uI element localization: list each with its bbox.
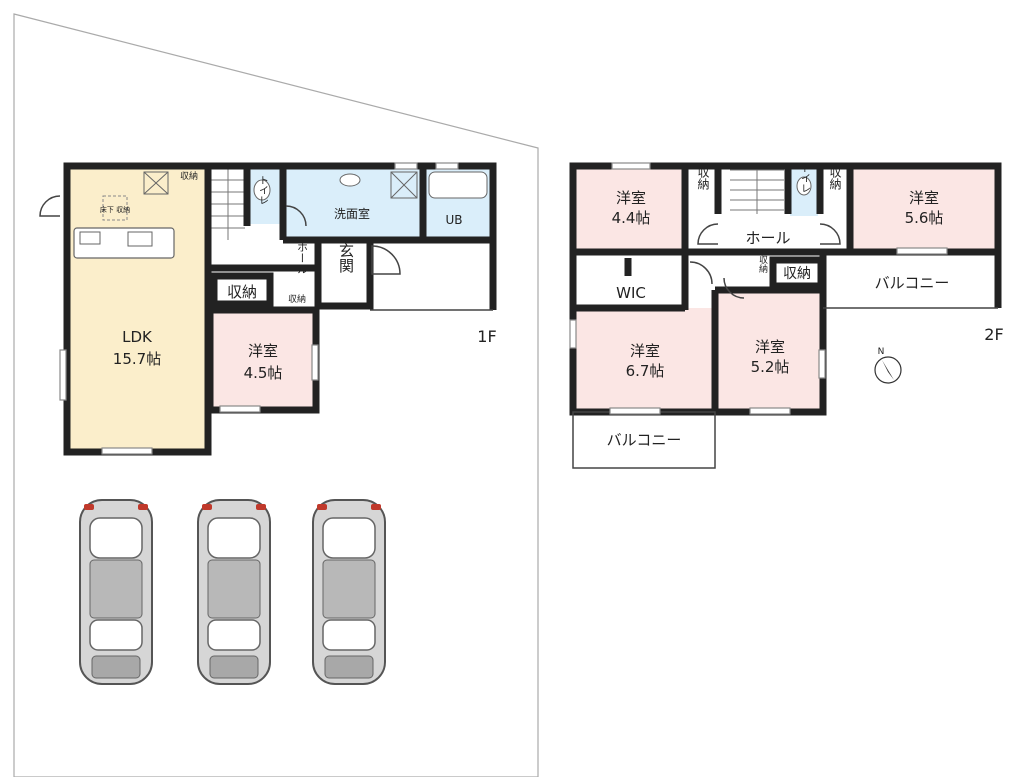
stairs-1f xyxy=(210,166,245,240)
car-icon xyxy=(312,499,386,685)
bath-label: UB xyxy=(445,213,462,227)
window xyxy=(818,349,826,379)
window xyxy=(219,405,261,413)
ldk-name: LDK xyxy=(122,328,153,346)
storage-b-label: 収納 xyxy=(828,166,842,190)
stove-icon xyxy=(79,231,101,245)
door-swing xyxy=(723,277,745,299)
storage-small-label: 収納 xyxy=(180,170,198,182)
room-44 xyxy=(573,166,685,252)
toilet-fixture-icon xyxy=(796,176,812,196)
bathtub-icon xyxy=(428,171,488,199)
floor-2: 洋室 4.4帖 洋室 5.6帖 洋室 6.7帖 洋室 5.2帖 収納 収納 収納… xyxy=(569,162,1004,469)
ldk-upper xyxy=(67,166,208,238)
room-52 xyxy=(717,290,821,412)
door-swing xyxy=(285,205,307,227)
entrance-wall xyxy=(314,240,374,310)
room-52-size: 5.2帖 xyxy=(751,358,790,376)
ldk-size: 15.7帖 xyxy=(113,350,161,368)
door-swing xyxy=(697,223,719,245)
floor-2-label: 2F xyxy=(984,325,1003,344)
compass-icon: N xyxy=(874,347,902,384)
room-44-size: 4.4帖 xyxy=(612,209,651,227)
western-room-1f xyxy=(210,310,316,410)
floor-1-label: 1F xyxy=(477,327,496,346)
car-icon xyxy=(79,499,153,685)
balcony-top-label: バルコニー xyxy=(875,274,950,292)
window xyxy=(749,407,791,415)
car-icon xyxy=(197,499,271,685)
window xyxy=(609,407,661,415)
door-swing xyxy=(39,195,61,217)
washroom-label: 洗面室 xyxy=(334,206,370,221)
window xyxy=(569,319,577,349)
toilet-fixture-icon xyxy=(253,179,271,201)
entrance-label: 玄関 xyxy=(337,243,355,274)
balcony-bottom-label: バルコニー xyxy=(607,431,682,449)
window xyxy=(59,349,67,401)
underfloor-storage-box xyxy=(102,195,128,221)
underfloor-label: 床下 収納 xyxy=(100,205,130,214)
room-67 xyxy=(573,308,713,412)
basin-icon xyxy=(339,173,361,187)
door-swing xyxy=(371,245,401,275)
parking-cars xyxy=(79,499,386,685)
storage-box-wall xyxy=(210,272,274,308)
kitchen-counter xyxy=(73,227,175,259)
western-1f-size: 4.5帖 xyxy=(244,364,283,382)
window xyxy=(611,162,651,170)
window xyxy=(394,162,418,170)
western-1f-name: 洋室 xyxy=(248,342,278,360)
storage-a-label: 収納 xyxy=(696,166,710,190)
room-56-size: 5.6帖 xyxy=(905,209,944,227)
storage-2f-box xyxy=(769,256,825,290)
hall-2f-label: ホール xyxy=(745,229,790,247)
balcony-top-wall xyxy=(823,248,1002,308)
toilet-2f-label: トイレ xyxy=(799,163,811,193)
room-44-name: 洋室 xyxy=(616,189,646,207)
room-56-name: 洋室 xyxy=(909,189,939,207)
storage-c-label: 収納 xyxy=(757,254,768,274)
storage-small2-label: 収納 xyxy=(288,293,306,305)
hall-1f-label: ホール xyxy=(296,241,309,274)
wic-label: WIC xyxy=(616,284,646,302)
sink-icon xyxy=(127,231,153,247)
storage-d-label: 収納 xyxy=(783,266,811,282)
fridge-icon xyxy=(143,171,169,195)
room-52-name: 洋室 xyxy=(755,338,785,356)
door-swing xyxy=(689,261,713,285)
door-swing xyxy=(819,223,841,245)
room-67-size: 6.7帖 xyxy=(626,362,665,380)
upper-wall xyxy=(208,162,497,310)
window xyxy=(896,247,948,255)
room-67-name: 洋室 xyxy=(630,342,660,360)
window xyxy=(101,447,153,455)
compass-label: N xyxy=(878,347,885,357)
window xyxy=(311,344,319,381)
storage-1f-label: 収納 xyxy=(227,283,257,301)
room-56 xyxy=(850,166,998,252)
window xyxy=(435,162,459,170)
stairs-2f xyxy=(730,166,784,214)
floor-1: LDK 15.7帖 洋室 4.5帖 収納 収納 収納 床下 収納 ホール 玄関 … xyxy=(39,162,497,456)
toilet-1f-label: トイレ xyxy=(257,175,269,205)
washer-icon xyxy=(390,171,418,199)
